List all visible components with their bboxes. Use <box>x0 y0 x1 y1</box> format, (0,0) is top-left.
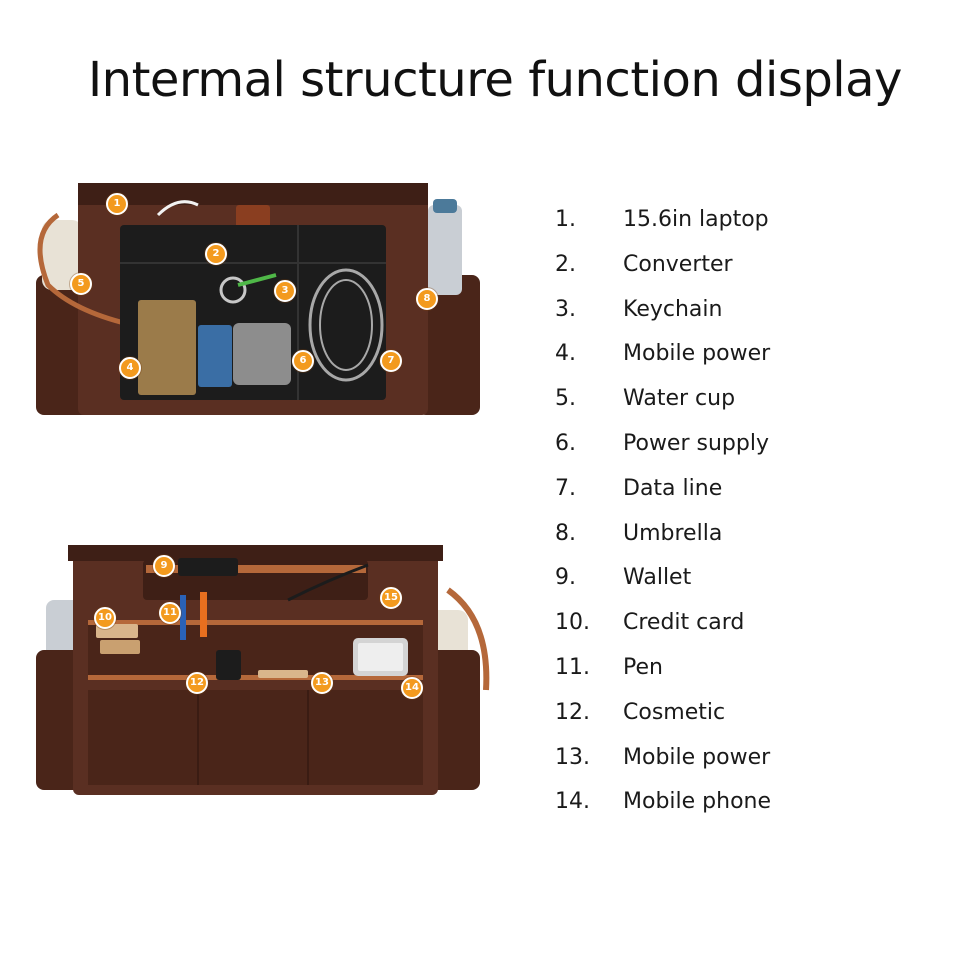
callout-badge-5: 5 <box>70 273 92 295</box>
callout-badge-11: 11 <box>159 602 181 624</box>
cosmetic <box>216 650 241 680</box>
legend-item: 5.Water cup <box>555 386 736 412</box>
legend-item: 11.Pen <box>555 654 663 680</box>
bag-top-illustration <box>36 183 480 415</box>
keychain <box>219 276 247 304</box>
legend-item: 12.Cosmetic <box>555 699 726 725</box>
legend-item: 8.Umbrella <box>555 520 723 546</box>
bag-interior-photo-bottom: 9 10 11 12 13 14 15 <box>28 540 498 805</box>
legend-item: 3.Keychain <box>555 296 723 322</box>
power-supply <box>233 323 291 385</box>
blue-device <box>198 325 232 387</box>
callout-badge-7: 7 <box>380 350 402 372</box>
usb-cable <box>156 200 199 217</box>
callout-badge-6: 6 <box>292 350 314 372</box>
pen <box>180 595 186 640</box>
legend-item: 2.Converter <box>555 251 733 277</box>
data-line <box>308 268 384 382</box>
legend-item: 13.Mobile power <box>555 744 771 770</box>
mobile-power <box>138 300 196 395</box>
legend-item: 9.Wallet <box>555 565 692 591</box>
callout-badge-1: 1 <box>106 193 128 215</box>
callout-badge-4: 4 <box>119 357 141 379</box>
bag-interior-photo-top: 1 2 3 4 5 6 7 8 <box>28 175 488 425</box>
bag-bottom-illustration <box>36 545 490 795</box>
umbrella <box>428 205 462 295</box>
wallet <box>178 558 238 576</box>
callout-badge-12: 12 <box>186 672 208 694</box>
right-side-pocket <box>418 275 480 415</box>
legend-item: 10.Credit card <box>555 610 745 636</box>
callout-badge-3: 3 <box>274 280 296 302</box>
water-cup <box>42 220 82 290</box>
callout-badge-13: 13 <box>311 672 333 694</box>
legend-item: 1.15.6in laptop <box>555 207 769 232</box>
callout-badge-9: 9 <box>153 555 175 577</box>
legend-item: 7.Data line <box>555 475 723 501</box>
leather-strap <box>446 587 490 691</box>
legend-list: 1.15.6in laptop 2.Converter 3.Keychain 4… <box>555 203 935 830</box>
callout-badge-15: 15 <box>380 587 402 609</box>
callout-badge-10: 10 <box>94 607 116 629</box>
page-title: Intermal structure function display <box>88 52 902 108</box>
legend-item: 4.Mobile power <box>555 341 771 367</box>
callout-badge-14: 14 <box>401 677 423 699</box>
callout-badge-2: 2 <box>205 243 227 265</box>
legend-item: 6.Power supply <box>555 430 769 456</box>
leather-trim <box>146 565 366 573</box>
callout-badge-8: 8 <box>416 288 438 310</box>
mobile-power <box>258 670 308 678</box>
legend-item: 14.Mobile phone <box>555 789 772 815</box>
charging-cable <box>287 563 369 602</box>
